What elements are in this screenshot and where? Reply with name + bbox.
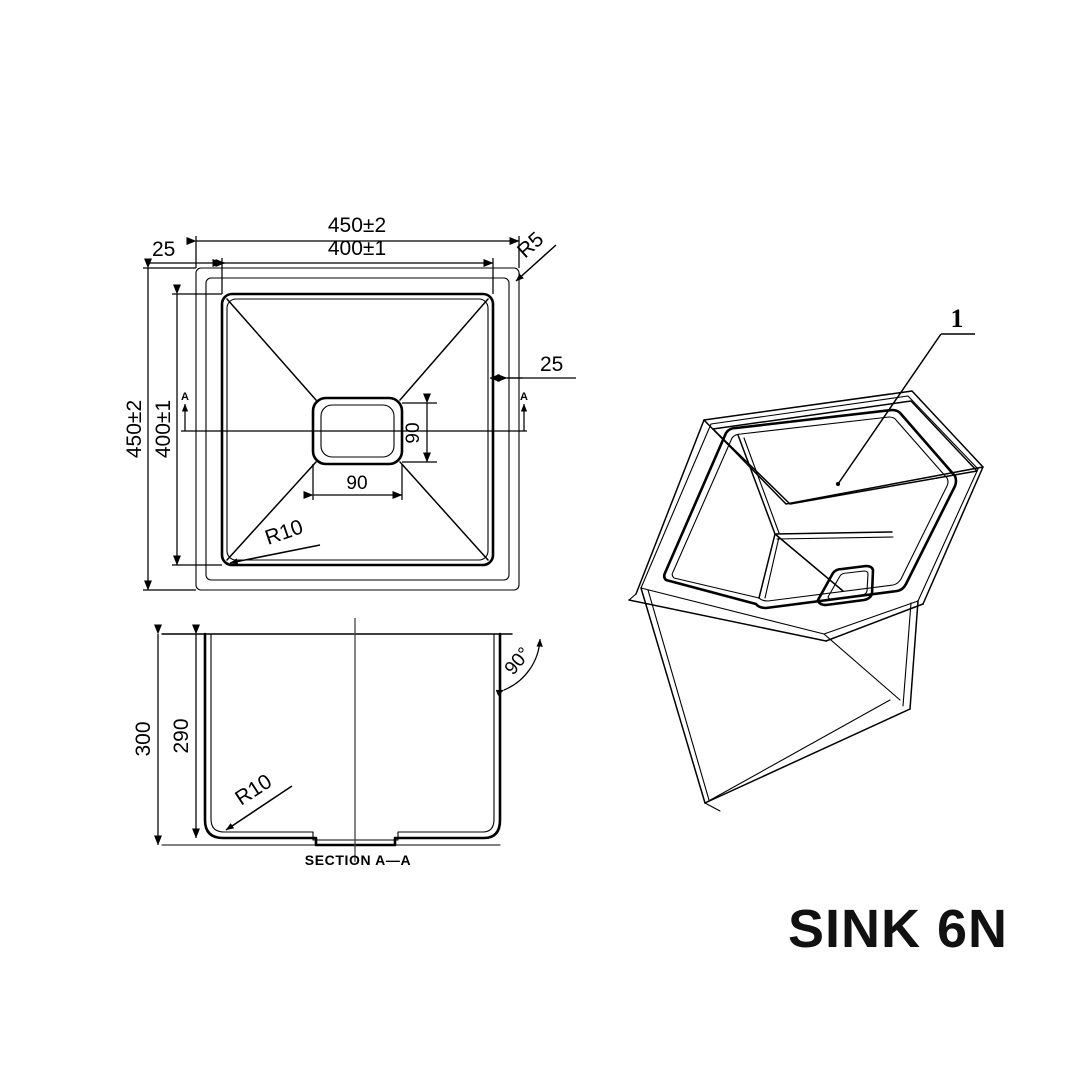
plan-slope-fold-lines [226, 298, 489, 561]
iso-callout-leader: 1 [835, 304, 975, 487]
iso-basin-opening [662, 408, 958, 610]
dim-label-overall-height: 450±2 [123, 400, 146, 458]
plan-outer-flange [195, 267, 520, 591]
dim-label-rim-left: 25 [152, 238, 175, 261]
dim-label-overall-width: 450±2 [328, 214, 386, 237]
dim-label-drain-width: 90 [346, 473, 367, 494]
iso-basin-opening-inner [671, 416, 949, 602]
dim-overall-width-450: 450±2 [186, 214, 520, 268]
section-mark-label-left: A [181, 391, 189, 403]
iso-flange-outer-edge [703, 390, 984, 505]
dim-rim-right-25: 25 [489, 353, 576, 382]
iso-view-geometry [628, 390, 984, 812]
leader-r10-plan: R10 [229, 515, 321, 565]
iso-drain-recess [816, 564, 875, 607]
drawing-title: SINK 6N [787, 899, 1008, 959]
dim-inner-width-400: 400±1 [212, 237, 494, 294]
dim-overall-height-450: 450±2 [123, 258, 196, 591]
dim-label-inner-depth: 290 [170, 718, 193, 753]
iso-flange-front-edge [628, 599, 827, 642]
iso-flange-corner-left [628, 593, 637, 601]
dim-label-r10-section: R10 [231, 770, 276, 810]
iso-body-exterior [640, 587, 919, 812]
iso-interior-fold-lines [737, 434, 894, 599]
section-basin-inner-wall [210, 633, 495, 841]
leader-r10-section: R10 [225, 770, 293, 831]
dim-drain-width-90: 90 [303, 464, 403, 500]
plan-basin-opening-inner [226, 298, 489, 561]
iso-flange-right-front-edge [825, 603, 924, 642]
section-mark-right-a: A [520, 391, 528, 431]
section-view-geometry [161, 618, 513, 862]
dim-label-overall-depth: 300 [132, 721, 155, 756]
plan-view-geometry [181, 267, 527, 591]
plan-flange-inner-edge [205, 277, 510, 581]
dim-inner-depth-290: 290 [170, 624, 200, 839]
dim-label-wall-angle: 90° [501, 644, 536, 680]
iso-drain-recess-inner [827, 570, 869, 600]
section-mark-label-right: A [520, 391, 528, 403]
iso-flange-right-edge [922, 466, 984, 605]
section-mark-left-a: A [181, 391, 189, 431]
section-view-label: SECTION A—A [305, 852, 411, 868]
dim-label-r10-plan: R10 [262, 515, 306, 549]
dim-label-inner-width: 400±1 [328, 237, 386, 260]
dim-overall-depth-300: 300 [132, 624, 162, 846]
dim-label-rim-right: 25 [540, 353, 563, 376]
iso-flange-left-edge [635, 419, 705, 595]
dim-drain-height-90: 90 [402, 393, 437, 463]
dim-inner-height-400: 400±1 [152, 284, 222, 566]
section-basin-profile [203, 632, 502, 847]
dim-label-inner-height: 400±1 [152, 400, 175, 458]
dim-rim-left-25: 25 [146, 238, 226, 267]
dim-label-drain-height: 90 [403, 422, 424, 443]
dim-wall-angle-90: 90° [495, 638, 543, 696]
plan-basin-opening [220, 292, 495, 567]
iso-callout-label: 1 [951, 304, 964, 333]
